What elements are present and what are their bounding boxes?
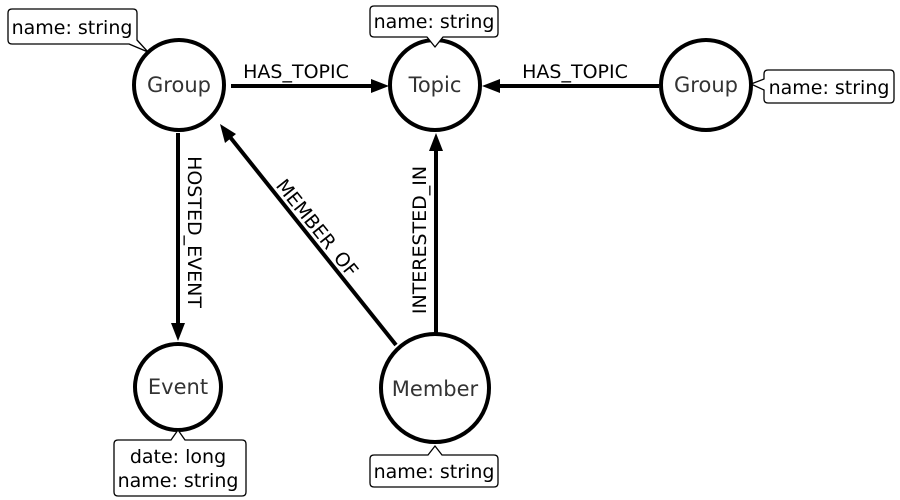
edge-member-of: MEMBER_OF xyxy=(220,124,398,347)
edge-interested-in: INTERESTED_IN xyxy=(409,133,443,333)
callout-box xyxy=(7,8,149,53)
arrow-head xyxy=(171,323,185,341)
edge-label-member-of: MEMBER_OF xyxy=(271,175,362,281)
node-topic[interactable]: Topic xyxy=(388,38,482,132)
node-label: Member xyxy=(392,377,479,401)
edge-label-has-topic-right: HAS_TOPIC xyxy=(522,61,628,83)
node-group-right[interactable]: Group xyxy=(659,38,753,132)
node-member[interactable]: Member xyxy=(379,332,491,444)
node-label: Topic xyxy=(408,73,462,97)
property-text: name: string xyxy=(118,470,239,492)
node-label: Event xyxy=(148,375,208,399)
node-circle xyxy=(132,38,226,132)
edge-line xyxy=(228,135,398,347)
edge-has-topic-left: HAS_TOPIC xyxy=(231,61,389,93)
edge-label-interested-in: INTERESTED_IN xyxy=(409,166,431,314)
edge-hosted-event: HOSTED_EVENT xyxy=(171,133,205,341)
property-text: name: string xyxy=(374,11,495,33)
node-group-left[interactable]: Group xyxy=(132,38,226,132)
node-event[interactable]: Event xyxy=(133,342,223,432)
edge-label-has-topic-left: HAS_TOPIC xyxy=(243,61,349,83)
property-box-group-left: name: string xyxy=(7,8,149,53)
callout-box xyxy=(369,5,499,48)
property-box-group-right: name: string xyxy=(750,69,895,104)
arrow-head xyxy=(371,79,389,93)
arrow-head xyxy=(482,79,500,93)
property-text: name: string xyxy=(12,17,133,39)
property-text: date: long xyxy=(130,446,226,468)
callout-box xyxy=(113,429,247,497)
node-label: Group xyxy=(674,73,738,97)
property-box-event: date: long name: string xyxy=(113,429,247,497)
edge-has-topic-right: HAS_TOPIC xyxy=(482,61,659,93)
property-box-topic: name: string xyxy=(369,5,499,48)
property-box-member: name: string xyxy=(369,445,499,488)
callout-box xyxy=(369,445,499,488)
node-circle xyxy=(379,332,491,444)
node-circle xyxy=(659,38,753,132)
edge-label-hosted-event: HOSTED_EVENT xyxy=(183,156,205,308)
callout-box xyxy=(750,69,895,104)
property-text: name: string xyxy=(769,77,890,99)
arrow-head xyxy=(429,133,443,151)
node-label: Group xyxy=(147,73,211,97)
arrow-head xyxy=(220,124,236,143)
property-text: name: string xyxy=(374,461,495,483)
